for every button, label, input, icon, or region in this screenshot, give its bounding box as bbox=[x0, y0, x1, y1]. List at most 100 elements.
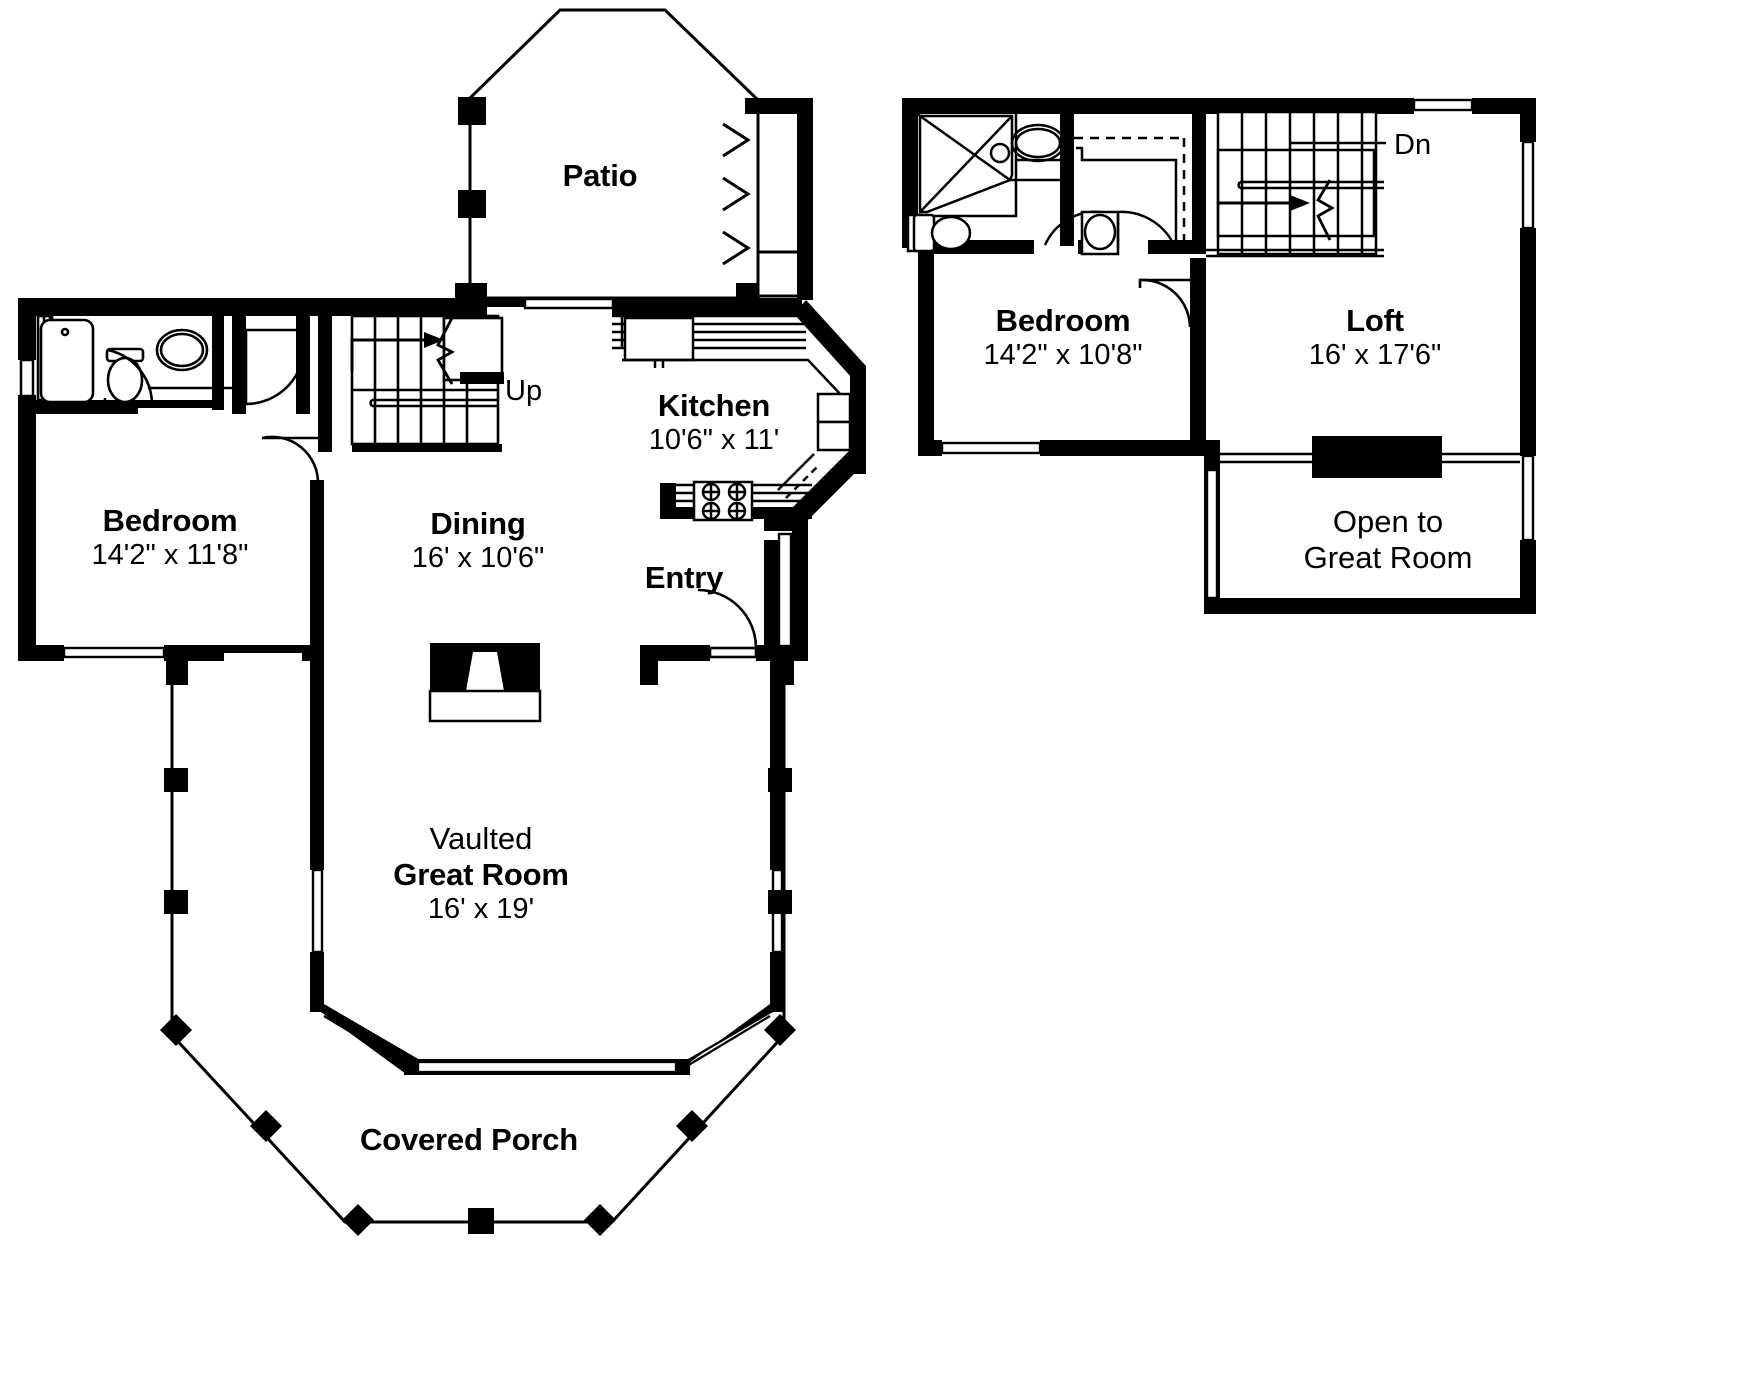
main-exterior-left-wall bbox=[18, 298, 36, 653]
entry-door-icon bbox=[697, 588, 758, 659]
room-label-open-to-great-room: Open to Great Room bbox=[1304, 504, 1473, 576]
shower-icon bbox=[918, 112, 1060, 218]
window-icon bbox=[523, 297, 615, 310]
arrow-head bbox=[1290, 195, 1310, 211]
post-icon bbox=[458, 190, 486, 218]
window-icon bbox=[1521, 140, 1535, 542]
post-icon bbox=[458, 97, 486, 125]
room-label-bedroom-main: Bedroom 14'2" x 11'8" bbox=[92, 503, 249, 573]
room-label-patio: Patio bbox=[563, 158, 638, 194]
post-icon bbox=[768, 768, 792, 792]
bedroom1-partition-wall bbox=[310, 480, 324, 655]
post-icon bbox=[764, 1014, 796, 1046]
room-dimensions: 16' x 17'6" bbox=[1308, 338, 1442, 371]
kitchen-counter-diag bbox=[785, 463, 821, 499]
stair-up-label: Up bbox=[505, 375, 543, 407]
door-swing-icon bbox=[103, 348, 154, 405]
room-name: Great Room bbox=[393, 856, 569, 892]
patio-outline bbox=[468, 8, 760, 300]
open-to-line1: Open to bbox=[1332, 504, 1444, 539]
loft-bottom-wall bbox=[1204, 598, 1536, 614]
range-icon bbox=[692, 480, 754, 522]
post-icon bbox=[164, 768, 188, 792]
stair-dn-label: Dn bbox=[1394, 129, 1432, 161]
post-icon bbox=[768, 890, 792, 914]
door-swing-icon bbox=[1138, 278, 1192, 328]
bedroom2-loft-partition bbox=[1190, 258, 1206, 454]
door-swing-icon bbox=[1116, 210, 1178, 251]
post-icon bbox=[160, 1014, 192, 1046]
covered-porch-posts bbox=[160, 768, 796, 1236]
post-icon bbox=[164, 890, 188, 914]
bedroom2-west-wall bbox=[918, 240, 934, 452]
stair-icon bbox=[350, 314, 504, 446]
upper-floor-plan bbox=[902, 98, 1536, 614]
room-dimensions: 16' x 10'6" bbox=[411, 541, 545, 574]
kitchen-angled-wall bbox=[794, 300, 866, 378]
toilet-icon bbox=[1080, 210, 1120, 256]
stair-lower-wall bbox=[352, 444, 502, 452]
room-name-prefix: Vaulted bbox=[429, 821, 533, 856]
open-to-line2: Great Room bbox=[1303, 539, 1473, 575]
room-name: Covered Porch bbox=[360, 1122, 578, 1157]
kitchen-east-wall bbox=[850, 366, 866, 474]
closet-door-icon bbox=[1074, 136, 1186, 252]
room-label-covered-porch: Covered Porch bbox=[360, 1122, 578, 1158]
closet-door-icon bbox=[244, 328, 308, 408]
post-icon bbox=[250, 1110, 282, 1142]
post-icon bbox=[676, 1110, 708, 1142]
room-name: Bedroom bbox=[102, 503, 238, 538]
kitchen-appliance-icon bbox=[816, 392, 852, 452]
patio-posts bbox=[458, 97, 486, 311]
room-dimensions: 10'6" x 11' bbox=[648, 423, 780, 456]
room-label-bedroom-upper: Bedroom 14'2" x 10'8" bbox=[983, 303, 1142, 373]
post-icon bbox=[584, 1204, 616, 1236]
window-icon bbox=[1412, 98, 1474, 112]
fireplace-icon bbox=[428, 643, 542, 723]
great-room-bay-windows bbox=[317, 1008, 777, 1074]
post-icon bbox=[468, 1208, 494, 1234]
room-name: Loft bbox=[1346, 303, 1404, 338]
room-label-kitchen: Kitchen 10'6" x 11' bbox=[649, 388, 779, 458]
window-icon bbox=[19, 358, 35, 398]
room-dimensions: 14'2" x 10'8" bbox=[983, 338, 1143, 371]
patio-equipment-box bbox=[756, 250, 808, 298]
bedroom2-bottom-wall bbox=[918, 440, 1218, 456]
room-name: Patio bbox=[562, 158, 638, 193]
great-room-walls bbox=[310, 655, 784, 1012]
stair-enclosure-wall bbox=[318, 312, 332, 452]
toilet-icon bbox=[906, 213, 972, 253]
sink-icon bbox=[1010, 123, 1066, 163]
sink-icon bbox=[148, 328, 232, 390]
door-swing-icon bbox=[261, 435, 326, 485]
room-name: Dining bbox=[430, 506, 526, 541]
patio-rail-ticks bbox=[722, 122, 751, 266]
patio-east-wall bbox=[745, 98, 813, 300]
loft-rail-post bbox=[1312, 436, 1442, 478]
stair-icon bbox=[1216, 110, 1386, 256]
kitchen-angled-wall-se bbox=[792, 448, 866, 522]
window-icon bbox=[1205, 468, 1219, 600]
upper-left-outer-wall bbox=[902, 98, 918, 248]
room-name: Bedroom bbox=[995, 303, 1131, 338]
bathtub-icon bbox=[36, 314, 95, 404]
room-dimensions: 14'2" x 11'8" bbox=[91, 538, 249, 571]
post-icon bbox=[342, 1204, 374, 1236]
room-label-dining: Dining 16' x 10'6" bbox=[412, 506, 545, 576]
main-exterior-top-wall bbox=[18, 283, 802, 316]
arrow-head bbox=[424, 332, 444, 348]
window-icon bbox=[940, 441, 1042, 455]
room-dimensions: 16' x 19' bbox=[427, 892, 535, 925]
stair-bottom-edge bbox=[1206, 248, 1384, 258]
main-floor-plan bbox=[18, 8, 866, 1236]
entry-window-icon bbox=[777, 532, 793, 648]
window-icon bbox=[62, 646, 166, 659]
room-label-great-room: Vaulted Great Room 16' x 19' bbox=[393, 821, 569, 927]
upper-right-wall bbox=[1520, 98, 1536, 612]
kitchen-sink-icon bbox=[623, 316, 695, 368]
room-name: Entry bbox=[644, 560, 724, 595]
room-label-entry: Entry bbox=[645, 560, 723, 596]
entry-walls bbox=[764, 519, 808, 652]
